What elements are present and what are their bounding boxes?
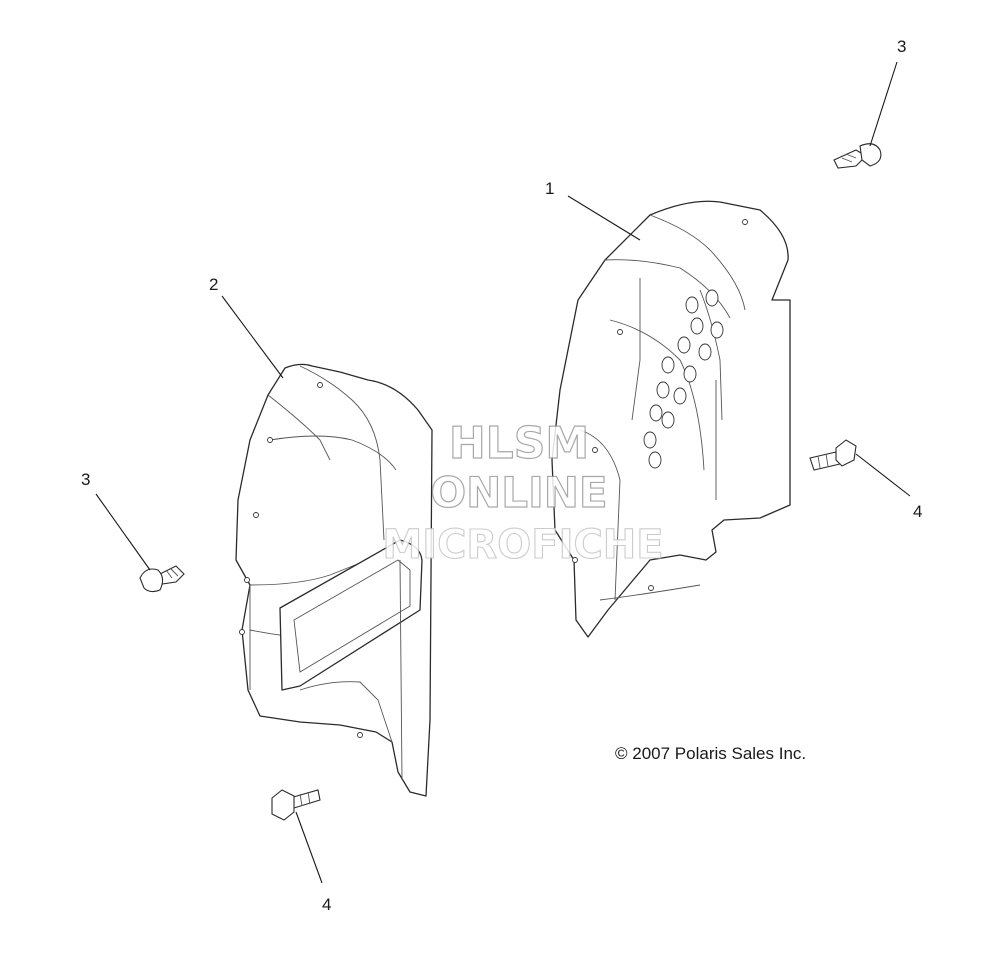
- leader-3-top-right: [869, 61, 898, 147]
- copyright-notice: © 2007 Polaris Sales Inc.: [615, 744, 806, 763]
- leader-4-bottom: [295, 811, 323, 884]
- fastener-3-left: [139, 565, 185, 593]
- leader-4-right: [855, 453, 911, 497]
- watermark-line-2: ONLINE: [430, 468, 607, 517]
- watermark-line-3: MICROFICHE: [382, 522, 663, 568]
- callout-3-top-right: 3: [897, 37, 906, 56]
- leader-1: [567, 195, 641, 241]
- watermark: HLSM ONLINE MICROFICHE: [382, 417, 664, 568]
- leader-3-left: [95, 493, 151, 571]
- callout-2: 2: [209, 275, 218, 294]
- fastener-4-bottom: [271, 789, 321, 821]
- callout-4-bottom: 4: [322, 895, 331, 914]
- part-2-left-guard: [235, 363, 433, 797]
- part-1-right-guard: [551, 200, 791, 638]
- fastener-4-right: [809, 439, 857, 471]
- callout-4-right: 4: [913, 502, 922, 521]
- watermark-line-1: HLSM: [449, 418, 589, 469]
- callout-3-left: 3: [81, 470, 90, 489]
- fastener-3-top-right: [833, 143, 882, 169]
- callout-1: 1: [545, 179, 554, 198]
- leader-2: [221, 295, 284, 379]
